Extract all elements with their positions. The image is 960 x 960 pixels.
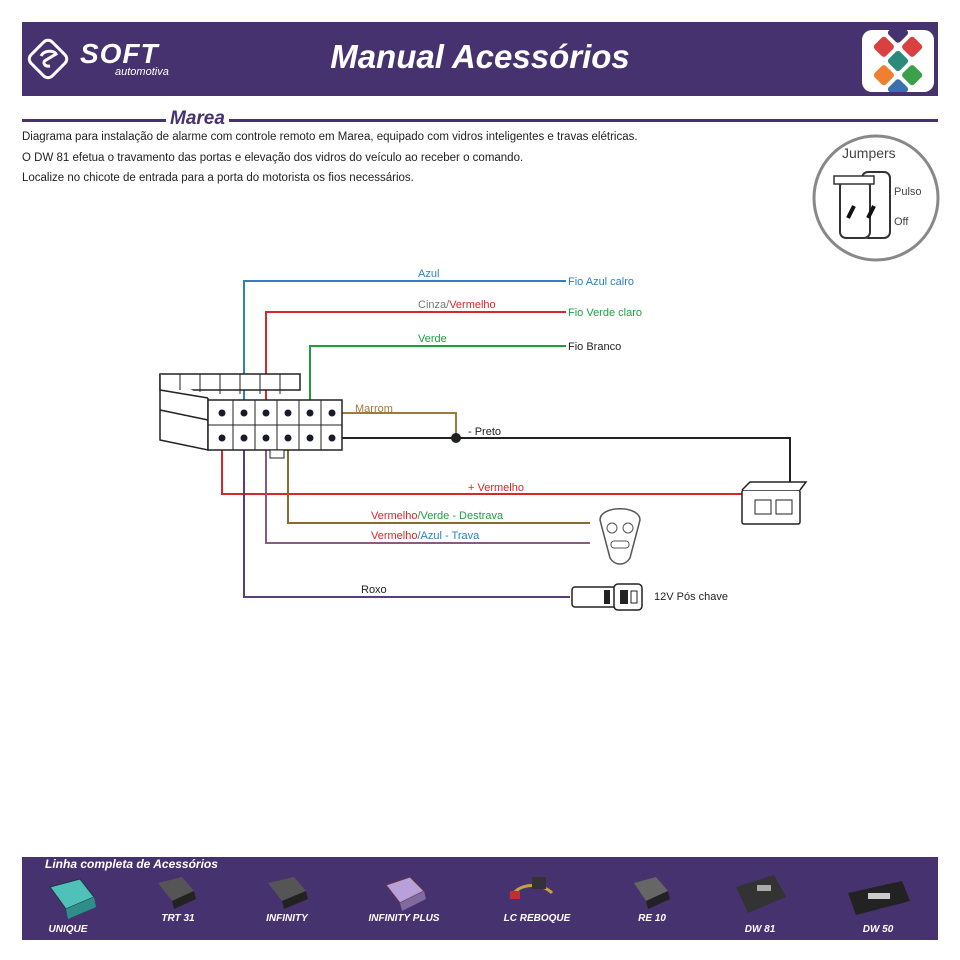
description-line-2: O DW 81 efetua o travamento das portas e…: [22, 152, 524, 164]
jumper-pulso-label: Pulso: [894, 186, 922, 198]
jumpers-diagram: [812, 134, 940, 262]
soft-logo-icon: [27, 38, 69, 80]
product-infinity-plus-icon: [385, 876, 426, 911]
connector-plug: [159, 373, 343, 459]
product-label-lc-reboque: LC REBOQUE: [503, 913, 571, 924]
label-azul: Azul: [418, 268, 440, 280]
wire-preto: [332, 437, 791, 490]
brand-name: SOFT: [80, 38, 159, 69]
jumpers-title: Jumpers: [842, 145, 896, 161]
product-dw81-icon: [736, 875, 786, 913]
wire-destrava: [287, 438, 590, 524]
product-dw50-icon: [848, 881, 910, 915]
product-label-infinity-plus: INFINITY PLUS: [368, 913, 440, 924]
description-line-1: Diagrama para instalação de alarme com c…: [22, 131, 638, 143]
label-marrom: Marrom: [355, 403, 393, 415]
label-cinza: Cinza/: [418, 299, 450, 311]
section-divider: [22, 119, 938, 122]
footer-title: Linha completa de Acessórios: [45, 857, 218, 871]
page-title: Manual Acessórios: [330, 38, 630, 75]
label-trava: Vermelho/Azul - Trava: [371, 530, 479, 542]
product-label-infinity: INFINITY: [266, 913, 308, 924]
label-roxo: Roxo: [361, 584, 387, 596]
ignition-key-icon: [571, 583, 643, 611]
label-vermelho: Vermelho: [449, 299, 496, 311]
label-fio-branco: Fio Branco: [568, 341, 622, 353]
brand-subtitle: automotiva: [115, 66, 169, 78]
wire-verde: [309, 345, 566, 413]
product-label-trt31: TRT 31: [161, 913, 195, 924]
wire-mais-vermelho: [221, 438, 760, 495]
label-mais-vermelho: + Vermelho: [468, 482, 524, 494]
label-destrava-red: Vermelho: [371, 510, 418, 522]
wire-azul: [243, 280, 566, 413]
product-label-unique: UNIQUE: [48, 924, 88, 935]
label-trava-blue: /Azul - Trava: [417, 530, 480, 542]
product-infinity-icon: [268, 877, 308, 909]
product-label-dw81: DW 81: [744, 924, 776, 935]
product-images: [49, 875, 910, 919]
accessories-badge-icon: [862, 30, 934, 92]
remote-control-icon: [599, 508, 641, 565]
label-cinza-vermelho: Cinza/Vermelho: [418, 299, 496, 311]
product-label-dw50: DW 50: [862, 924, 894, 935]
label-destrava-green: /Verde - Destrava: [417, 510, 504, 522]
wire-marrom: [332, 412, 457, 438]
label-verde: Verde: [418, 333, 447, 345]
section-title: Marea: [166, 108, 229, 130]
label-preto: - Preto: [468, 426, 502, 438]
header-banner: [22, 22, 938, 96]
wire-roxo: [243, 438, 570, 598]
product-lc-reboque-icon: [510, 877, 554, 899]
product-trt31-icon: [158, 877, 196, 909]
label-fio-azul-claro: Fio Azul calro: [568, 276, 635, 288]
product-re10-icon: [634, 877, 670, 909]
label-destrava: Vermelho/Verde - Destrava: [371, 510, 503, 522]
label-pos-chave: 12V Pós chave: [654, 591, 728, 603]
product-label-re10: RE 10: [638, 913, 666, 924]
battery-icon: [741, 481, 808, 525]
description-line-3: Localize no chicote de entrada para a po…: [22, 172, 414, 184]
product-unique-icon: [49, 878, 96, 919]
label-fio-verde-claro: Fio Verde claro: [568, 307, 642, 319]
jumper-off-label: Off: [894, 216, 909, 228]
ground-junction: [451, 433, 461, 443]
label-trava-red: Vermelho: [371, 530, 418, 542]
wire-trava: [265, 438, 590, 544]
